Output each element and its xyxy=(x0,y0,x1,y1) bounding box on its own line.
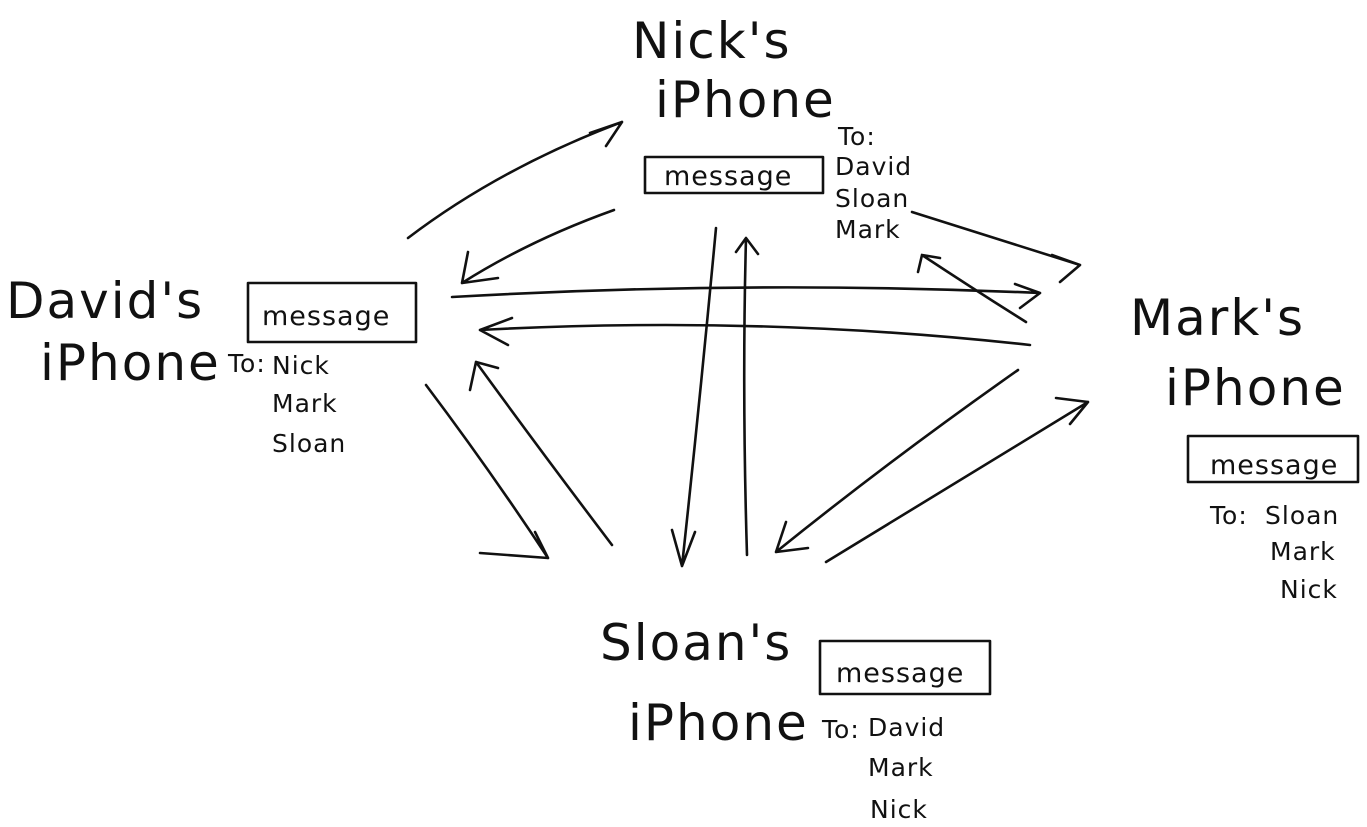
node-sloan-recipient: David xyxy=(868,713,945,742)
node-david: David's iPhone message To: Nick Mark Slo… xyxy=(6,272,418,458)
node-nick-recipient: Mark xyxy=(835,215,901,244)
node-david-recipient: Sloan xyxy=(272,429,346,458)
node-sloan-message-label: message xyxy=(836,658,964,689)
arrow-nick-to-sloan xyxy=(670,226,718,568)
node-nick-recipient: David xyxy=(835,152,912,181)
arrow-mark-to-david xyxy=(478,316,1032,347)
arrow-sloan-to-david xyxy=(468,360,614,547)
node-david-to-label: To: xyxy=(227,349,266,378)
node-sloan: Sloan's iPhone message To: David Mark Ni… xyxy=(600,614,992,824)
node-mark-recipient: Nick xyxy=(1280,575,1338,604)
node-mark-to-label: To: xyxy=(1209,501,1248,530)
node-sloan-message-box xyxy=(818,639,992,696)
node-mark-name-line1: Mark's xyxy=(1130,289,1305,347)
arrow-nick-to-david xyxy=(460,208,616,285)
node-david-message-box xyxy=(246,281,418,344)
node-david-name-line2: iPhone xyxy=(40,334,221,392)
node-nick-message-label: message xyxy=(664,161,792,192)
arrow-david-to-nick xyxy=(406,120,624,240)
node-mark-recipient: Mark xyxy=(1270,537,1336,566)
node-nick-message-box xyxy=(643,155,825,195)
node-sloan-recipient: Nick xyxy=(870,795,928,824)
arrow-sloan-to-nick xyxy=(734,236,760,557)
arrow-mark-to-sloan xyxy=(774,368,1020,554)
node-david-name-line1: David's xyxy=(6,272,204,330)
node-sloan-recipient: Mark xyxy=(868,753,934,782)
node-nick-recipient: Sloan xyxy=(835,184,909,213)
node-mark-message-label: message xyxy=(1210,450,1338,481)
node-david-recipient: Nick xyxy=(272,351,330,380)
arrow-david-to-sloan xyxy=(424,383,550,560)
node-nick: Nick's iPhone message To: David Sloan Ma… xyxy=(632,12,912,244)
node-mark-message-box xyxy=(1186,434,1360,484)
node-sloan-name-line2: iPhone xyxy=(628,694,809,752)
node-nick-to-label: To: xyxy=(837,122,876,151)
node-mark-recipient: Sloan xyxy=(1265,501,1339,530)
node-mark: Mark's iPhone message To: Sloan Mark Nic… xyxy=(1130,289,1360,604)
node-sloan-name-line1: Sloan's xyxy=(600,614,792,672)
arrow-nick-to-mark xyxy=(910,210,1082,284)
arrow-sloan-to-mark xyxy=(824,396,1090,564)
node-sloan-to-label: To: xyxy=(821,715,860,744)
node-david-recipient: Mark xyxy=(272,389,338,418)
node-nick-name-line2: iPhone xyxy=(655,71,836,129)
node-david-message-label: message xyxy=(262,301,390,332)
arrow-david-to-mark xyxy=(450,282,1042,310)
node-mark-name-line2: iPhone xyxy=(1165,359,1346,417)
node-nick-name-line1: Nick's xyxy=(632,12,792,70)
